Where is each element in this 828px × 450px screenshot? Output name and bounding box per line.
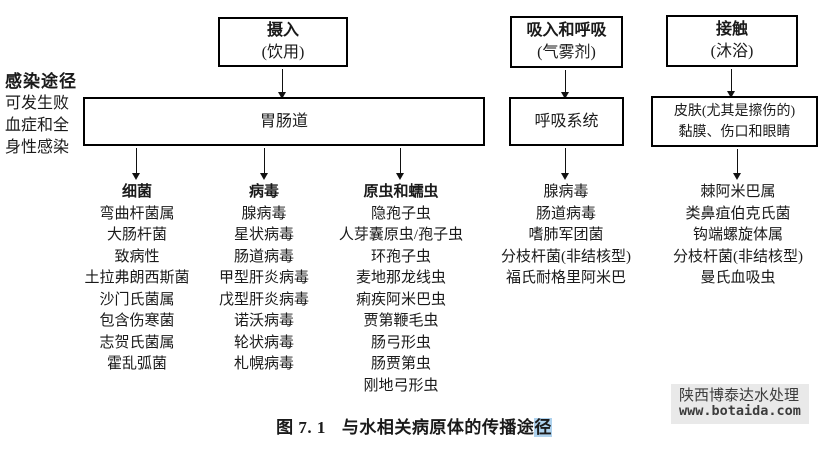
- viruses-header: 病毒: [248, 184, 280, 200]
- list-item: 腺病毒: [543, 184, 589, 200]
- skin-label-line2: 黏膜、伤口和眼睛: [678, 124, 791, 140]
- list-item: 福氏耐格里阿米巴: [505, 270, 626, 286]
- list-item: 曼氏血吸虫: [700, 270, 776, 286]
- arrow-down-icon: [561, 148, 570, 180]
- bacteria-header: 细菌: [121, 184, 153, 200]
- inhalation-title: 吸入和呼吸: [526, 22, 607, 40]
- inhalation-subtitle: (气雾剂): [537, 44, 596, 61]
- protozoa-items: 隐孢子虫人芽囊原虫/孢子虫环孢子虫麦地那龙线虫痢疾阿米巴虫贾第鞭毛虫肠弓形虫肠贾…: [339, 204, 463, 398]
- caption-text: 与水相关病原体的传播途: [341, 418, 535, 437]
- list-item: 弯曲杆菌属: [99, 205, 175, 222]
- list-item: 痢疾阿米巴虫: [355, 291, 447, 308]
- list-item: 霍乱弧菌: [106, 356, 168, 372]
- inhalation-route-box: 吸入和呼吸 (气雾剂): [510, 16, 623, 68]
- list-item: 钩端螺旋体属: [692, 227, 783, 243]
- list-item: 身性感染: [5, 139, 70, 156]
- list-item: 麦地那龙线虫: [355, 270, 447, 286]
- arrow-down-icon: [260, 148, 269, 180]
- list-item: 可发生败: [5, 95, 70, 112]
- bacteria-column: 细菌 弯曲杆菌属大肠杆菌致病性土拉弗朗西斯菌沙门氏菌属包含伤寒菌志贺氏菌属霍乱弧…: [84, 182, 189, 376]
- ingestion-title: 摄入: [266, 22, 299, 40]
- list-item: 甲型肝炎病毒: [218, 270, 310, 286]
- list-item: 札幌病毒: [233, 356, 295, 372]
- list-item: 诺沃病毒: [233, 313, 295, 329]
- viruses-column: 病毒 腺病毒星状病毒肠道病毒甲型肝炎病毒戊型肝炎病毒诺沃病毒轮状病毒札幌病毒: [219, 182, 309, 376]
- list-item: 嗜肺军团菌: [528, 227, 604, 243]
- ingestion-route-box: 摄入 (饮用): [218, 17, 348, 67]
- arrow-down-icon: [278, 69, 287, 99]
- ingestion-subtitle: (饮用): [261, 44, 305, 61]
- contact-title: 接触: [715, 21, 748, 39]
- contact-items: 棘阿米巴属类鼻疽伯克氏菌钩端螺旋体属分枝杆菌(非结核型) 曼氏血吸虫: [673, 182, 803, 290]
- list-item: 环孢子虫: [370, 248, 432, 265]
- watermark-company: 陕西博泰达水处理: [679, 387, 800, 404]
- contact-subtitle: (沐浴): [710, 43, 754, 60]
- list-item: 隐孢子虫: [370, 205, 432, 222]
- list-item: 志贺氏菌属: [99, 334, 175, 351]
- list-item: 肠贾第虫: [370, 356, 432, 372]
- respiratory-pathogen-column: 腺病毒肠道病毒嗜肺军团菌分枝杆菌(非结核型) 福氏耐格里阿米巴: [501, 182, 631, 290]
- arrow-down-icon: [396, 148, 405, 180]
- list-item: 大肠杆菌: [106, 227, 168, 243]
- watermark-url: www.botaida.com: [679, 403, 801, 420]
- caption-number: 图 7. 1: [276, 418, 326, 437]
- protozoa-column: 原虫和蠕虫 隐孢子虫人芽囊原虫/孢子虫环孢子虫麦地那龙线虫痢疾阿米巴虫贾第鞭毛虫…: [339, 182, 463, 397]
- arrow-down-icon: [727, 69, 736, 98]
- watermark: 陕西博泰达水处理 www.botaida.com: [671, 384, 809, 424]
- bacteria-items: 弯曲杆菌属大肠杆菌致病性土拉弗朗西斯菌沙门氏菌属包含伤寒菌志贺氏菌属霍乱弧菌: [84, 204, 189, 376]
- list-item: 沙门氏菌属: [99, 291, 175, 308]
- list-item: 分枝杆菌(非结核型): [501, 248, 631, 265]
- side-note-heading: 感染途径: [5, 72, 77, 91]
- respiratory-label: 呼吸系统: [534, 112, 599, 130]
- list-item: 人芽囊原虫/孢子虫: [338, 227, 464, 243]
- arrow-down-icon: [733, 149, 742, 180]
- list-item: 分枝杆菌(非结核型): [673, 248, 803, 265]
- list-item: 轮状病毒: [233, 334, 295, 351]
- arrow-down-icon: [132, 148, 141, 180]
- list-item: 腺病毒: [241, 205, 287, 222]
- protozoa-header: 原虫和蠕虫: [363, 184, 439, 200]
- viruses-items: 腺病毒星状病毒肠道病毒甲型肝炎病毒戊型肝炎病毒诺沃病毒轮状病毒札幌病毒: [219, 204, 309, 376]
- side-note-lines: 可发生败血症和全身性感染: [5, 93, 77, 159]
- list-item: 星状病毒: [233, 227, 295, 243]
- list-item: 棘阿米巴属: [700, 184, 776, 200]
- list-item: 致病性: [114, 248, 160, 265]
- list-item: 肠道病毒: [535, 205, 596, 222]
- respiratory-box: 呼吸系统: [509, 97, 624, 146]
- skin-label-line1: 皮肤(尤其是擦伤的): [673, 103, 796, 119]
- gastrointestinal-label: 胃肠道: [259, 112, 308, 130]
- list-item: 类鼻疽伯克氏菌: [685, 205, 791, 222]
- side-note: 感染途径 可发生败血症和全身性感染: [5, 71, 77, 159]
- list-item: 肠弓形虫: [370, 334, 432, 351]
- list-item: 肠道病毒: [233, 248, 295, 265]
- caption-highlighted-char: 径: [534, 418, 552, 437]
- list-item: 刚地弓形虫: [363, 377, 439, 394]
- figure-caption: 图 7. 1 与水相关病原体的传播途径: [0, 413, 828, 438]
- list-item: 土拉弗朗西斯菌: [84, 270, 190, 286]
- list-item: 戊型肝炎病毒: [218, 291, 310, 308]
- contact-route-box: 接触 (沐浴): [666, 15, 798, 67]
- gastrointestinal-box: 胃肠道: [83, 97, 485, 146]
- list-item: 血症和全: [5, 117, 70, 134]
- arrow-down-icon: [561, 70, 570, 99]
- respiratory-items: 腺病毒肠道病毒嗜肺军团菌分枝杆菌(非结核型) 福氏耐格里阿米巴: [501, 182, 631, 290]
- skin-box: 皮肤(尤其是擦伤的) 黏膜、伤口和眼睛: [651, 96, 818, 147]
- contact-pathogen-column: 棘阿米巴属类鼻疽伯克氏菌钩端螺旋体属分枝杆菌(非结核型) 曼氏血吸虫: [673, 182, 803, 290]
- list-item: 包含伤寒菌: [99, 313, 175, 329]
- list-item: 贾第鞭毛虫: [363, 313, 439, 329]
